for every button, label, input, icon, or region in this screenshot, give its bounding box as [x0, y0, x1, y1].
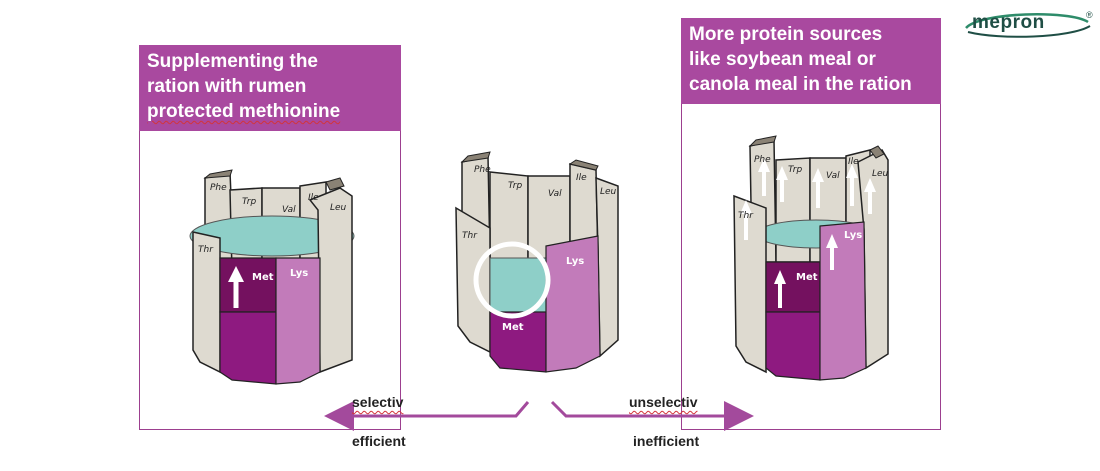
center-stave-thr — [455, 206, 491, 354]
logo-registered: ® — [1086, 10, 1093, 20]
center-barrel: Phe Trp Val Ile Leu Thr Met Lys — [455, 151, 619, 373]
left-stave-thr — [192, 231, 221, 374]
logo-text: mepron — [972, 12, 1045, 33]
left-barrel: Phe Trp Val Ile Leu Thr Met Lys — [189, 169, 355, 385]
right-label-ile: Ile — [848, 157, 859, 167]
right-arrowhead-ile-icon — [846, 164, 858, 178]
center-label-lys: Lys — [566, 256, 584, 267]
right-label-leu: Leu — [872, 169, 889, 179]
right-rim-leu — [869, 145, 885, 159]
logo-swoosh-icon — [965, 13, 1091, 38]
right-up-arrows — [740, 158, 876, 308]
label-inefficient: inefficient — [633, 433, 700, 449]
center-label-phe: Phe — [474, 165, 491, 175]
left-label-met: Met — [252, 272, 274, 283]
center-highlight-circle — [473, 241, 551, 319]
label-unselectiv: unselectiv — [629, 394, 698, 410]
arrow-to-left — [324, 401, 530, 431]
left-met-upper — [219, 257, 277, 313]
left-label-lys: Lys — [290, 268, 308, 279]
right-arrowhead-thr-icon — [740, 200, 752, 214]
left-label-ile: Ile — [308, 193, 319, 203]
left-label-thr: Thr — [198, 245, 214, 255]
center-label-thr: Thr — [462, 231, 478, 241]
left-liquid — [189, 215, 355, 257]
right-arrowhead-lys-icon — [826, 234, 838, 248]
right-barrel: Phe Trp Val Ile Leu Thr Met Lys — [733, 135, 889, 381]
right-arrowhead-phe-icon — [758, 158, 770, 172]
label-efficient: efficient — [352, 433, 406, 449]
right-title-line-1: More protein sources — [689, 24, 883, 45]
left-label-phe: Phe — [210, 183, 227, 193]
right-arrowhead-leu-icon — [864, 178, 876, 192]
center-stave-met — [489, 311, 547, 373]
center-label-trp: Trp — [508, 181, 522, 191]
left-label-trp: Trp — [242, 197, 256, 207]
right-label-val: Val — [826, 171, 840, 181]
left-title-line-1: Supplementing the — [147, 51, 318, 72]
left-met-lower — [219, 311, 277, 385]
left-panel-title: Supplementing the ration with rumen prot… — [139, 45, 401, 131]
left-rim-leu — [325, 177, 345, 191]
center-label-ile: Ile — [576, 173, 587, 183]
center-rim-phe — [460, 151, 491, 163]
center-rim-ile — [568, 159, 599, 171]
right-met-upper — [765, 261, 821, 313]
right-panel-title: More protein sources like soybean meal o… — [681, 18, 941, 104]
right-met-lower — [765, 311, 821, 381]
mepron-logo: mepron ® — [960, 10, 1096, 38]
right-rim-phe — [748, 135, 777, 147]
left-rim-phe — [203, 169, 233, 179]
right-title-line-3: canola meal in the ration — [689, 74, 912, 95]
arrow-to-right — [550, 400, 754, 431]
right-arrowhead-val-icon — [812, 168, 824, 182]
label-selectiv: selectiv — [352, 394, 404, 410]
right-title-line-2: like soybean meal or — [689, 49, 876, 70]
right-label-lys: Lys — [844, 230, 862, 241]
right-label-thr: Thr — [738, 211, 754, 221]
left-label-val: Val — [282, 205, 296, 215]
left-label-leu: Leu — [330, 203, 347, 213]
right-stave-thr — [733, 194, 767, 374]
center-label-met: Met — [502, 322, 524, 333]
left-title-line-2: ration with rumen — [147, 76, 307, 97]
right-label-phe: Phe — [754, 155, 771, 165]
right-arrowhead-met-icon — [774, 270, 786, 284]
right-label-met: Met — [796, 272, 818, 283]
right-arrowhead-trp-icon — [776, 166, 788, 180]
left-stave-lys — [275, 257, 321, 385]
left-title-line-3: protected methionine — [147, 101, 341, 122]
center-label-leu: Leu — [600, 187, 617, 197]
right-label-trp: Trp — [788, 165, 802, 175]
right-stave-lys — [819, 221, 867, 381]
center-label-val: Val — [548, 189, 562, 199]
center-stave-lys — [545, 235, 601, 373]
left-up-arrowhead-icon — [228, 266, 244, 282]
